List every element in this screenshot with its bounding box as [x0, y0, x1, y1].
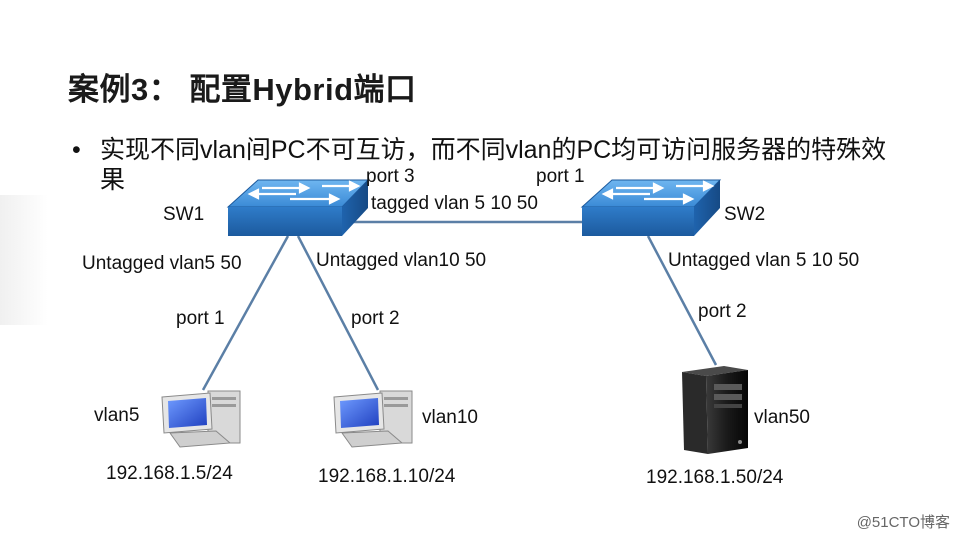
sw1-trunk-port: port 3	[366, 166, 415, 187]
bullet-item: • 实现不同vlan间PC不可互访，而不同vlan的PC均可访问服务器的特殊效果	[72, 135, 902, 195]
server-vlan50-icon	[682, 366, 748, 454]
bullet-dot-icon: •	[72, 136, 81, 164]
left-decoration	[0, 195, 48, 325]
bullet-text: 实现不同vlan间PC不可互访，而不同vlan的PC均可访问服务器的特殊效果	[100, 136, 887, 194]
host-vlan-pc10: vlan10	[422, 407, 478, 428]
port-label-pc-vlan10: port 2	[351, 308, 400, 329]
link-sw2-server	[646, 235, 718, 366]
link-mode-vlan10: Untagged vlan10 50	[316, 250, 487, 271]
sw1-name: SW1	[163, 204, 205, 225]
host-vlan-pc5: vlan5	[94, 405, 140, 426]
port-label-pc-vlan5: port 1	[176, 308, 225, 329]
switch-sw2-icon	[580, 179, 722, 236]
link-mode-vlan5: Untagged vlan5 50	[82, 253, 242, 274]
pc-vlan5-icon	[161, 390, 241, 448]
link-sw1-pc-vlan10	[296, 235, 380, 391]
slide-title: 案例3： 配置Hybrid端口	[68, 72, 417, 107]
link-sw1-pc-vlan5	[201, 235, 290, 391]
host-ip-server: 192.168.1.50/24	[646, 467, 784, 488]
watermark: @51CTO博客	[856, 514, 950, 531]
host-ip-pc10: 192.168.1.10/24	[318, 466, 456, 487]
host-vlan-server: vlan50	[754, 407, 810, 428]
sw2-name: SW2	[724, 204, 766, 225]
trunk-label: tagged vlan 5 10 50	[371, 193, 538, 214]
link-mode-server: Untagged vlan 5 10 50	[668, 250, 860, 271]
switch-sw1-icon	[226, 179, 370, 236]
pc-vlan10-icon	[333, 390, 413, 448]
host-ip-pc5: 192.168.1.5/24	[106, 463, 233, 484]
sw2-trunk-port: port 1	[536, 166, 585, 187]
port-label-server: port 2	[698, 301, 747, 322]
